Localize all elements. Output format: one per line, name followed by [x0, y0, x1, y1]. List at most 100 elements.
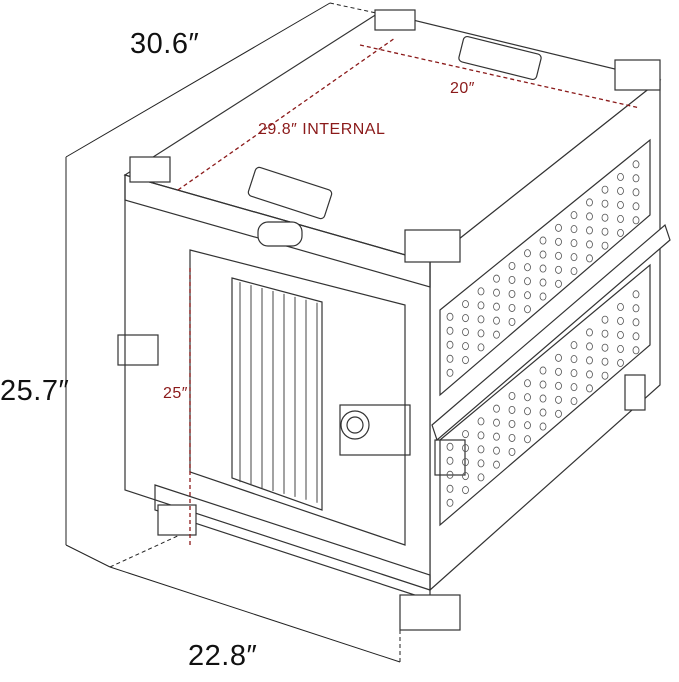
vent-hole [555, 251, 562, 260]
vent-hole [617, 344, 624, 353]
vent-hole [632, 346, 640, 355]
vent-hole [446, 326, 454, 335]
vent-hole [632, 290, 640, 299]
vent-hole [539, 422, 547, 431]
vent-hole [632, 332, 640, 341]
vent-hole [617, 214, 624, 223]
vent-hole [555, 395, 562, 404]
vent-hole [570, 355, 578, 364]
vent-hole [446, 340, 454, 349]
vent-hole [462, 458, 469, 467]
vent-hole [586, 240, 593, 249]
foot-back-right [624, 374, 646, 411]
vent-hole [570, 369, 578, 378]
vent-hole [539, 236, 547, 245]
vent-hole [555, 367, 562, 376]
vent-hole [570, 253, 578, 262]
vent-hole [601, 241, 609, 250]
vent-hole [617, 172, 624, 181]
vent-hole [524, 305, 531, 314]
vent-hole [586, 356, 593, 365]
right-panel-lower [439, 263, 651, 527]
vent-hole [493, 274, 500, 283]
vent-hole [524, 435, 531, 444]
door-bars [239, 282, 318, 503]
internal-width-label: 20″ [450, 80, 475, 97]
vent-hole [601, 315, 609, 324]
corner-block-front-right [404, 229, 461, 263]
vent-hole [601, 227, 609, 236]
vent-hole [493, 432, 500, 441]
vent-hole [524, 421, 531, 430]
vent-hole [508, 303, 516, 312]
vent-hole [570, 211, 578, 220]
vent-hole [477, 287, 485, 296]
vent-hole [617, 358, 624, 367]
vent-hole [570, 225, 578, 234]
vent-hole [508, 433, 516, 442]
vent-hole [508, 289, 516, 298]
external-width-label: 22.8″ [188, 640, 258, 672]
corner-block-back-left [374, 9, 416, 31]
vent-hole [539, 380, 547, 389]
vent-hole [508, 447, 516, 456]
vent-hole [508, 317, 516, 326]
vent-hole [555, 381, 562, 390]
vent-hole [524, 277, 531, 286]
vent-hole [462, 430, 469, 439]
vent-hole [508, 405, 516, 414]
vent-hole [446, 456, 454, 465]
corner-block-front-left [129, 156, 171, 183]
vent-hole [555, 279, 562, 288]
vent-hole [586, 370, 593, 379]
vent-hole [601, 199, 609, 208]
vent-hole [493, 418, 500, 427]
right-rail [431, 223, 671, 442]
vent-hole [462, 356, 469, 365]
vent-hole [524, 393, 531, 402]
vent-hole [462, 444, 469, 453]
vent-hole [586, 342, 593, 351]
vent-hole [446, 498, 454, 507]
vent-hole [539, 394, 547, 403]
vent-hole [632, 202, 640, 211]
vent-hole [508, 391, 516, 400]
vent-hole [586, 212, 593, 221]
vent-hole [477, 459, 485, 468]
vent-hole [524, 249, 531, 258]
vent-hole [570, 341, 578, 350]
vent-hole [493, 460, 500, 469]
vent-hole [508, 275, 516, 284]
right-panel-upper [439, 138, 651, 397]
vent-hole [493, 288, 500, 297]
side-latch-left [117, 334, 159, 366]
vent-hole [632, 318, 640, 327]
vent-hole [539, 278, 547, 287]
vent-hole [446, 470, 454, 479]
vent-hole [601, 371, 609, 380]
crate-body [117, 9, 671, 631]
vent-hole [446, 312, 454, 321]
vent-hole [632, 160, 640, 169]
vent-hole [617, 316, 624, 325]
vent-hole [570, 383, 578, 392]
vent-hole [446, 484, 454, 493]
vent-hole [632, 216, 640, 225]
vent-hole [493, 404, 500, 413]
logo-plate [257, 221, 303, 247]
ventilation-holes [446, 160, 640, 507]
vent-hole [632, 188, 640, 197]
vent-hole [617, 330, 624, 339]
vent-hole [570, 239, 578, 248]
vent-hole [477, 343, 485, 352]
vent-hole [601, 185, 609, 194]
vent-hole [617, 200, 624, 209]
vent-hole [539, 366, 547, 375]
vent-hole [617, 228, 624, 237]
vent-hole [477, 445, 485, 454]
top-handle-back [458, 35, 542, 81]
vent-hole [632, 174, 640, 183]
vent-hole [446, 368, 454, 377]
